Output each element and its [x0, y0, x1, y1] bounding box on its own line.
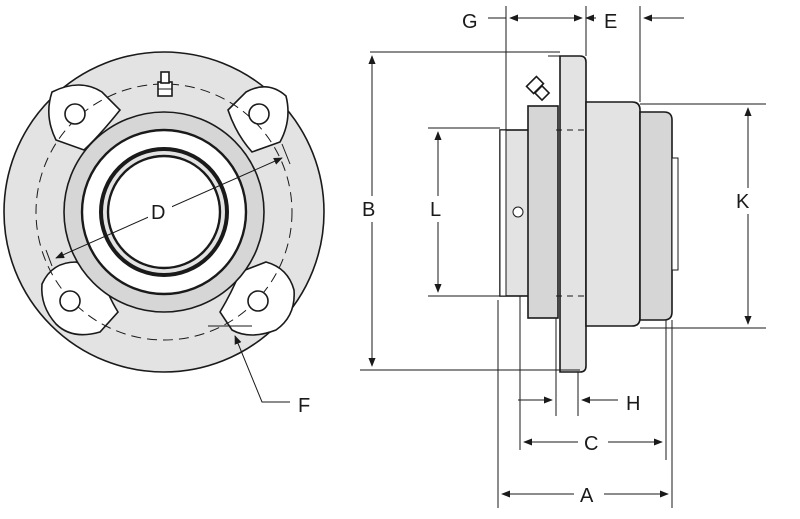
label-e: E: [604, 11, 617, 33]
set-screw-icon: [512, 206, 524, 218]
label-l-bg: [426, 196, 450, 222]
front-view: D F: [3, 51, 325, 417]
label-k: K: [736, 191, 750, 213]
label-d: D: [151, 202, 165, 224]
side-inner-step: [527, 105, 559, 319]
extension-d-right: [281, 143, 291, 165]
label-a: A: [580, 485, 594, 507]
rear-cap-lip: [671, 157, 679, 271]
side-grease-fitting-icon: [525, 75, 551, 102]
label-c: C: [584, 433, 598, 455]
grease-fitting-icon: [157, 71, 173, 97]
label-b: B: [362, 199, 375, 221]
label-c-bg: [578, 428, 608, 456]
label-d-bg: [148, 198, 172, 222]
label-l: L: [430, 199, 441, 221]
side-flange: [559, 55, 587, 373]
label-a-bg: [574, 480, 604, 508]
bolt-hole-top-left: [64, 103, 86, 125]
side-housing: [585, 101, 641, 327]
label-k-bg: [734, 188, 760, 214]
label-f: F: [298, 395, 310, 417]
side-rear-cap: [639, 111, 673, 321]
leader-f: [234, 335, 290, 403]
extension-d-left: [45, 249, 53, 267]
label-g: G: [462, 11, 478, 33]
label-b-bg: [360, 196, 384, 222]
bolt-hole-top-right: [248, 103, 270, 125]
bolt-circle: [35, 83, 293, 341]
side-view: B L K G E H C: [360, 6, 766, 508]
bolt-hole-bottom-right: [247, 290, 269, 312]
label-h: H: [626, 393, 640, 415]
bolt-hole-bottom-left: [59, 290, 81, 312]
collar-edge: [499, 129, 507, 297]
